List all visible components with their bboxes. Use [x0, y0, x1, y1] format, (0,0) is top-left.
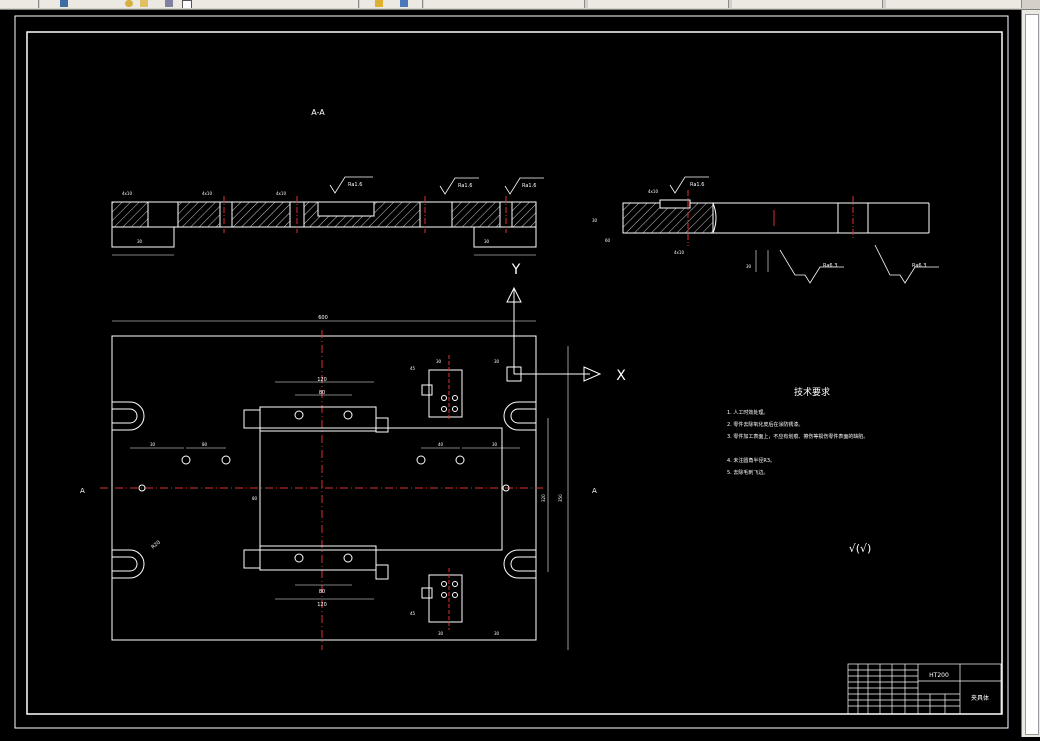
roughness-symbol [874, 244, 939, 284]
toolbar [0, 0, 1040, 10]
roughness-label: Ra1.6 [522, 183, 536, 189]
tech-note: 3. 零件加工表面上，不应有划痕、擦伤等损伤零件表面的缺陷。 [727, 433, 868, 440]
section-view-left: Ra1.6 Ra1.6 Ra1.6 4x10 4x10 4x10 30 30 [111, 176, 544, 256]
dimension-label: 60 [605, 238, 611, 243]
sheet-border [14, 15, 1009, 729]
part-name: 夹具体 [971, 694, 989, 702]
dimension-label: 30 [137, 239, 143, 244]
section-label: A-A [311, 108, 325, 117]
plan-view: 600 120 80 80 120 R20 [80, 315, 597, 650]
material-label: HT200 [929, 672, 949, 679]
cad-drawing: A-A Ra1.6 Ra1.6 Ra1.6 4x10 4x10 4x10 30 … [14, 15, 1009, 729]
dimension-label: 4x10 [276, 191, 286, 196]
dimension-label: 80 [202, 442, 208, 447]
vertical-scrollbar[interactable] [1021, 10, 1040, 737]
dimension-label: 80 [319, 589, 325, 595]
dimension-label: 4x10 [648, 189, 658, 194]
dimension-label: 80 [252, 496, 258, 501]
drawing-canvas[interactable]: A-A Ra1.6 Ra1.6 Ra1.6 4x10 4x10 4x10 30 … [0, 10, 1020, 737]
axis-x-label: X [616, 368, 626, 384]
roughness-label: Ra1.6 [348, 182, 362, 188]
layer-states-icon[interactable] [400, 0, 408, 7]
linetype-control[interactable] [588, 0, 729, 8]
lightbulb-icon[interactable] [125, 0, 133, 7]
roughness-symbol [329, 176, 373, 194]
general-roughness: √(√) [849, 542, 872, 555]
dimension-label: 4x10 [202, 191, 212, 196]
sun-icon[interactable] [140, 0, 148, 7]
tech-note: 4. 未注圆角半径R3。 [727, 457, 775, 464]
color-control[interactable] [424, 0, 585, 8]
dimension-label: 45 [410, 366, 416, 371]
color-icon[interactable] [182, 0, 192, 8]
roughness-symbol [669, 176, 709, 194]
dimension-label: 30 [494, 631, 500, 636]
dimension-label: 80 [319, 390, 325, 396]
scrollbar-track[interactable] [1025, 14, 1039, 735]
roughness-symbol [439, 177, 479, 195]
dimension-label: 120 [317, 602, 327, 608]
tech-note: 5. 去除毛刺飞边。 [727, 469, 768, 476]
dimension-label: 320 [541, 494, 546, 502]
technical-requirements: 技术要求 1. 人工时效处理。 2. 零件去除氧化皮后在涂防锈漆。 3. 零件加… [727, 386, 871, 555]
dimension-label: 30 [438, 631, 444, 636]
dimension-label: 30 [484, 239, 490, 244]
roughness-symbol [779, 249, 844, 284]
dimension-label: 30 [492, 442, 498, 447]
dimension-label: 350 [558, 494, 563, 502]
roughness-label: Ra6.3 [823, 263, 837, 269]
tech-note: 1. 人工时效处理。 [727, 409, 768, 416]
dimension-label: 45 [410, 611, 416, 616]
lineweight-control[interactable] [732, 0, 883, 8]
drawing-frame [26, 31, 1003, 715]
axis-y-label: Y [511, 262, 521, 278]
dimension-label: 30 [592, 218, 598, 223]
roughness-label: Ra1.6 [690, 182, 704, 188]
roughness-label: Ra1.6 [458, 183, 472, 189]
dimension-label: 30 [436, 359, 442, 364]
dimension-label: 4x10 [674, 250, 684, 255]
toolbar-segment[interactable] [40, 0, 359, 8]
dimension-label: 40 [438, 442, 444, 447]
ucs-axis-icon: Y X [506, 262, 626, 384]
toolbar-segment[interactable] [0, 0, 39, 8]
dimension-label: 4x10 [122, 191, 132, 196]
toolbar-segment[interactable] [360, 0, 423, 8]
dimension-label: 30 [150, 442, 156, 447]
dimension-label: 600 [318, 315, 328, 321]
title-block [847, 663, 1002, 715]
layer-icon[interactable] [60, 0, 68, 7]
section-marker: A [592, 487, 597, 495]
dimension-label: 120 [317, 377, 327, 383]
section-marker: A [80, 487, 85, 495]
roughness-label: Ra6.3 [912, 263, 926, 269]
plotstyle-control[interactable] [886, 0, 1022, 8]
tech-title: 技术要求 [794, 386, 830, 398]
dimension-label: 30 [494, 359, 500, 364]
dimension-label: 30 [746, 264, 752, 269]
dimension-label: R20 [150, 540, 161, 551]
roughness-symbol [504, 177, 544, 195]
lock-icon[interactable] [165, 0, 173, 7]
layer-tools-icon[interactable] [375, 0, 383, 7]
tech-note: 2. 零件去除氧化皮后在涂防锈漆。 [727, 421, 803, 428]
section-view-right: Ra1.6 Ra6.3 Ra6.3 4x10 30 60 4x10 30 [592, 176, 939, 284]
